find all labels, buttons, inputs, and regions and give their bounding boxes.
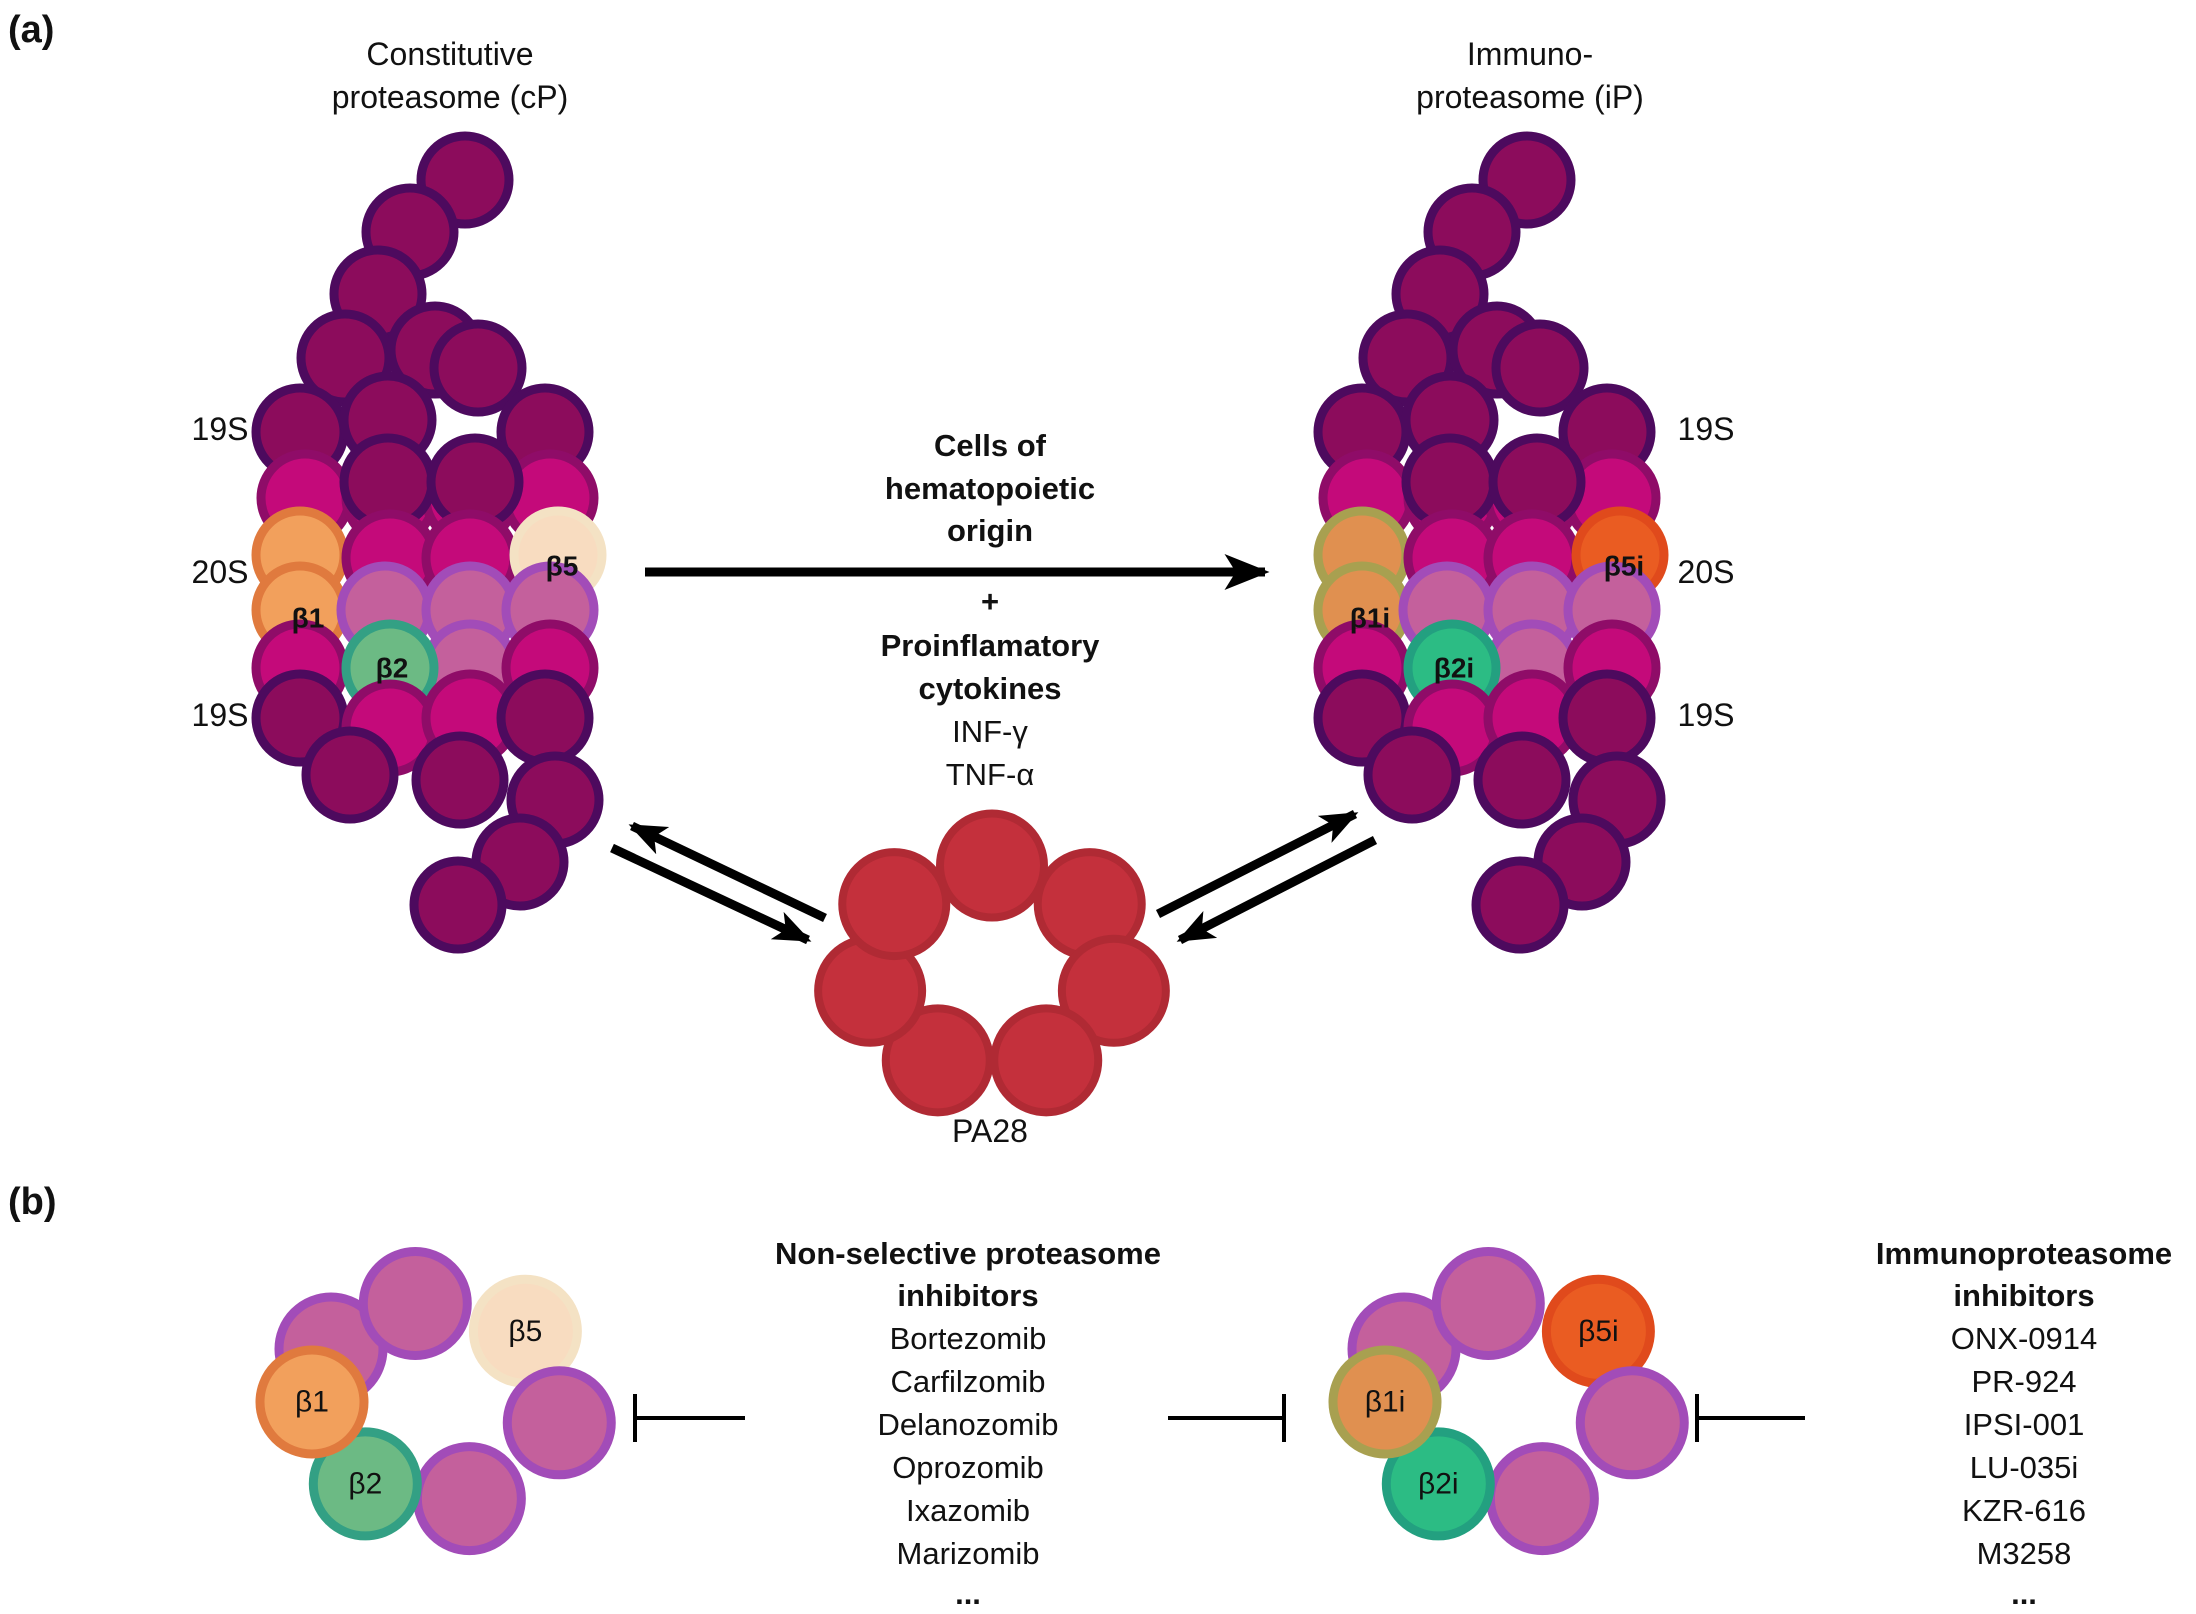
condition-line-3: origin xyxy=(947,513,1033,548)
immunoinhib-title-line1: Immunoproteasome xyxy=(1876,1236,2172,1271)
ip-title-line2: proteasome (iP) xyxy=(1416,79,1644,115)
nonselective-inhibits-ip xyxy=(1168,1394,1286,1442)
nonselective-drug: Oprozomib xyxy=(892,1450,1044,1485)
cp-20s-label: 20S xyxy=(192,554,249,590)
cp-to-pa28-arrow xyxy=(610,843,812,945)
beta5-label: β5 xyxy=(546,551,579,582)
cp-19s-bottom-label: 19S xyxy=(192,697,249,733)
pa28-subunit xyxy=(881,1004,994,1117)
cap-subunit xyxy=(1558,669,1656,767)
cap-subunit xyxy=(1363,726,1461,824)
ip-19s-top-label: 19S xyxy=(1678,411,1735,447)
cap-subunit xyxy=(409,856,507,954)
beta5-label: β5i xyxy=(1578,1315,1619,1348)
beta2-label: β2i xyxy=(1434,653,1474,684)
pa28-to-ip-arrow xyxy=(1155,809,1359,919)
immunoproteasome: β1i β2i β5i xyxy=(1313,131,1669,954)
ip-title-line1: Immuno- xyxy=(1467,36,1593,72)
immunoinhib-drug: M3258 xyxy=(1977,1536,2072,1571)
condition-line-2: hematopoietic xyxy=(885,471,1095,506)
cap-subunit xyxy=(1491,319,1589,417)
beta-subunit xyxy=(1431,1247,1545,1361)
nonselective-inhibits-cp xyxy=(633,1394,745,1442)
beta-subunit xyxy=(412,1442,526,1556)
beta2-label: β2 xyxy=(348,1467,382,1500)
condition-line-1: Cells of xyxy=(934,428,1047,463)
beta2-label: β2i xyxy=(1418,1467,1459,1500)
constitutive-beta-ring: β5 β2 β1 xyxy=(255,1247,616,1556)
panel-b-label: (b) xyxy=(8,1181,57,1223)
immunoinhib-drug: PR-924 xyxy=(1971,1364,2076,1399)
nonselective-drug: Bortezomib xyxy=(890,1321,1047,1356)
beta1-subunit xyxy=(255,1345,369,1459)
nonselective-more: ... xyxy=(955,1576,981,1611)
pa28-label: PA28 xyxy=(952,1113,1028,1149)
cp-title-line1: Constitutive xyxy=(366,36,533,72)
ip-19s-bottom-label: 19S xyxy=(1678,697,1735,733)
immunoinhib-drug: KZR-616 xyxy=(1962,1493,2086,1528)
beta-subunit xyxy=(358,1247,472,1361)
nonselective-title-line1: Non-selective proteasome xyxy=(775,1236,1161,1271)
condition-plus: + xyxy=(981,584,999,619)
immuno-inhibitor-list: Immunoproteasome inhibitors ONX-0914 PR-… xyxy=(1876,1236,2172,1611)
cp-title-line2: proteasome (cP) xyxy=(332,79,569,115)
cytokine-tnf-alpha: TNF-α xyxy=(946,757,1035,792)
beta1-label: β1i xyxy=(1365,1386,1406,1419)
cap-subunit xyxy=(429,319,527,417)
nonselective-drug: Delanozomib xyxy=(878,1407,1059,1442)
nonselective-drug: Ixazomib xyxy=(906,1493,1030,1528)
pa28-subunit xyxy=(990,1004,1103,1117)
cap-subunit xyxy=(496,669,594,767)
beta5-label: β5i xyxy=(1604,551,1644,582)
nonselective-drug: Carfilzomib xyxy=(890,1364,1045,1399)
pa28-subunit xyxy=(838,848,951,961)
immunoinhib-drug: IPSI-001 xyxy=(1964,1407,2085,1442)
ip-20s-label: 20S xyxy=(1678,554,1735,590)
pa28-ring xyxy=(814,809,1170,1117)
condition-line-5: cytokines xyxy=(918,671,1061,706)
beta1-label: β1 xyxy=(292,603,325,634)
ip-to-pa28-arrow xyxy=(1176,835,1378,945)
immunoinhib-drug: ONX-0914 xyxy=(1951,1321,2097,1356)
cap-subunit xyxy=(1471,856,1569,954)
beta-subunit xyxy=(1575,1366,1689,1480)
beta2-subunit xyxy=(1381,1427,1495,1541)
beta1-label: β1 xyxy=(295,1386,329,1419)
nonselective-drug: Marizomib xyxy=(897,1536,1040,1571)
beta2-label: β2 xyxy=(376,653,409,684)
condition-line-4: Proinflamatory xyxy=(881,628,1101,663)
cap-subunit xyxy=(411,731,509,829)
immuno-beta-ring: β5i β2i β1i xyxy=(1328,1247,1689,1556)
beta1-subunit xyxy=(1328,1345,1442,1459)
pa28-subunit xyxy=(936,809,1048,922)
beta-subunit xyxy=(1485,1442,1599,1556)
immunoinhibitor-inhibits-ip xyxy=(1695,1394,1805,1442)
panel-a-label: (a) xyxy=(8,9,54,51)
immunoinhib-more: ... xyxy=(2011,1576,2037,1611)
immunoinhib-title-line2: inhibitors xyxy=(1953,1278,2094,1313)
beta-subunit xyxy=(502,1366,616,1480)
constitutive-proteasome: β1 β2 β5 xyxy=(251,131,607,954)
pa28-to-cp-arrow xyxy=(628,821,827,923)
immunoinhib-drug: LU-035i xyxy=(1970,1450,2079,1485)
cytokine-inf-gamma: INF-γ xyxy=(952,714,1028,749)
cap-subunit xyxy=(1473,731,1571,829)
beta5-label: β5 xyxy=(508,1315,542,1348)
beta2-subunit xyxy=(308,1427,422,1541)
conversion-conditions: Cells of hematopoietic origin + Proinfla… xyxy=(881,428,1101,833)
beta1-label: β1i xyxy=(1350,603,1390,634)
pa28-subunit xyxy=(1057,934,1170,1047)
nonselective-title-line2: inhibitors xyxy=(897,1278,1038,1313)
cap-subunit xyxy=(301,726,399,824)
cp-19s-top-label: 19S xyxy=(192,411,249,447)
nonselective-inhibitor-list: Non-selective proteasome inhibitors Bort… xyxy=(775,1236,1161,1611)
